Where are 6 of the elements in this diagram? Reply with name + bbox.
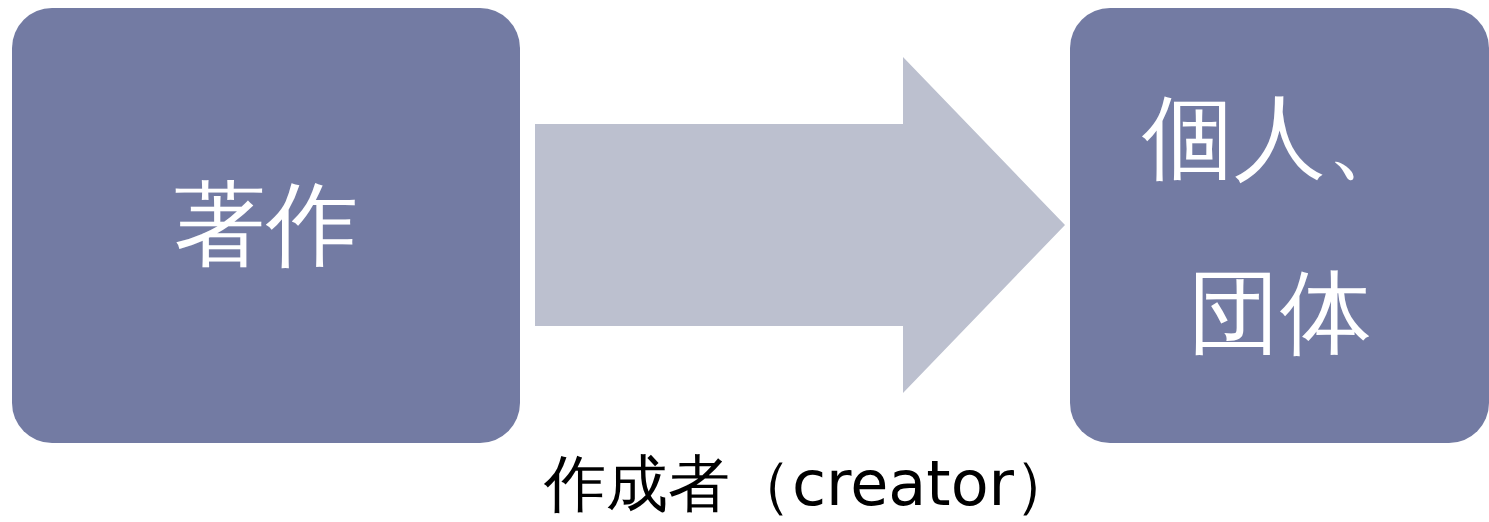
box-label: 個人、団体 (1140, 82, 1419, 368)
block-arrow (535, 57, 1065, 393)
edge-label: 作成者（creator） (544, 446, 1077, 522)
box-label: 著作 (174, 170, 358, 281)
rounded-box (1070, 8, 1489, 443)
rounded-box (12, 8, 520, 443)
